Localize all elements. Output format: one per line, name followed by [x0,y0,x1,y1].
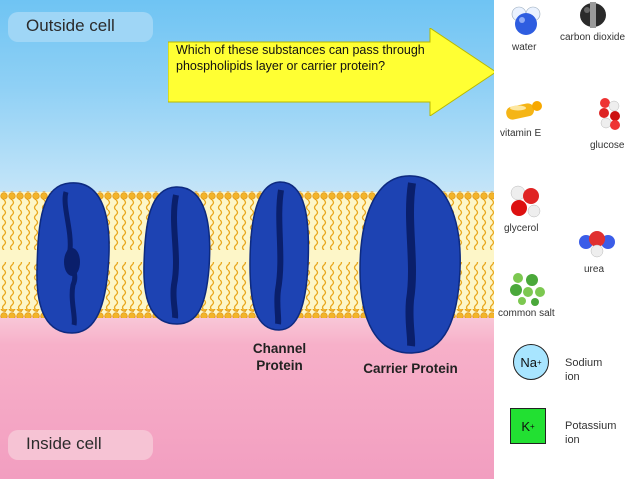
question-text: Which of these substances can pass throu… [176,43,425,73]
vitamin-e-molecule-icon[interactable] [504,98,544,131]
glycerol-molecule-icon[interactable] [506,184,546,225]
membrane-graphic [0,175,494,354]
urea-molecule-icon[interactable] [578,228,618,265]
sodium-charge: + [536,357,542,367]
glucose-label: glucose [590,140,625,151]
glucose-molecule-icon[interactable] [596,96,624,137]
channel-protein-label: Channel Protein [252,341,307,373]
carrier-protein-label: Carrier Protein [363,361,458,376]
potassium-name-line2: ion [565,434,580,446]
carbon-dioxide-molecule-icon[interactable] [578,0,608,35]
sodium-name-line2: ion [565,371,580,383]
channel-protein-2 [143,186,211,325]
common-salt-label: common salt [498,308,555,319]
question-arrow-shape [168,28,494,116]
vitamin-e-label: vitamin E [500,128,542,139]
channel-protein-1 [36,182,110,334]
sodium-symbol: Na [520,354,537,370]
urea-label: urea [584,264,605,275]
water-label: water [512,42,537,53]
potassium-charge: + [530,421,535,431]
sodium-name-line1: Sodium [565,357,603,369]
sodium-ion-icon[interactable]: Na+ [513,344,549,380]
glycerol-label: glycerol [504,223,539,234]
sodium-ion-label: Sodium ion [565,356,602,384]
carrier-protein [359,175,461,354]
question-callout: Which of these substances can pass throu… [168,28,494,116]
upper-phospholipid-heads [0,191,494,200]
inside-cell-label: Inside cell [8,430,153,460]
membrane-scene: Outside cell Inside cell Which of these … [0,0,494,479]
potassium-symbol: K [521,418,530,434]
water-molecule-icon[interactable] [508,2,544,43]
outside-cell-label: Outside cell [8,12,153,42]
common-salt-molecule-icon[interactable] [508,270,546,311]
lower-phospholipid-heads [0,309,494,318]
potassium-ion-label: Potassium ion [565,419,616,447]
carbon-dioxide-label: carbon dioxide [560,32,626,43]
channel-protein-3 [249,181,310,331]
potassium-name-line1: Potassium [565,420,617,432]
potassium-ion-icon[interactable]: K+ [510,408,546,444]
substances-panel: water carbon dioxide vitamin E [494,0,638,479]
